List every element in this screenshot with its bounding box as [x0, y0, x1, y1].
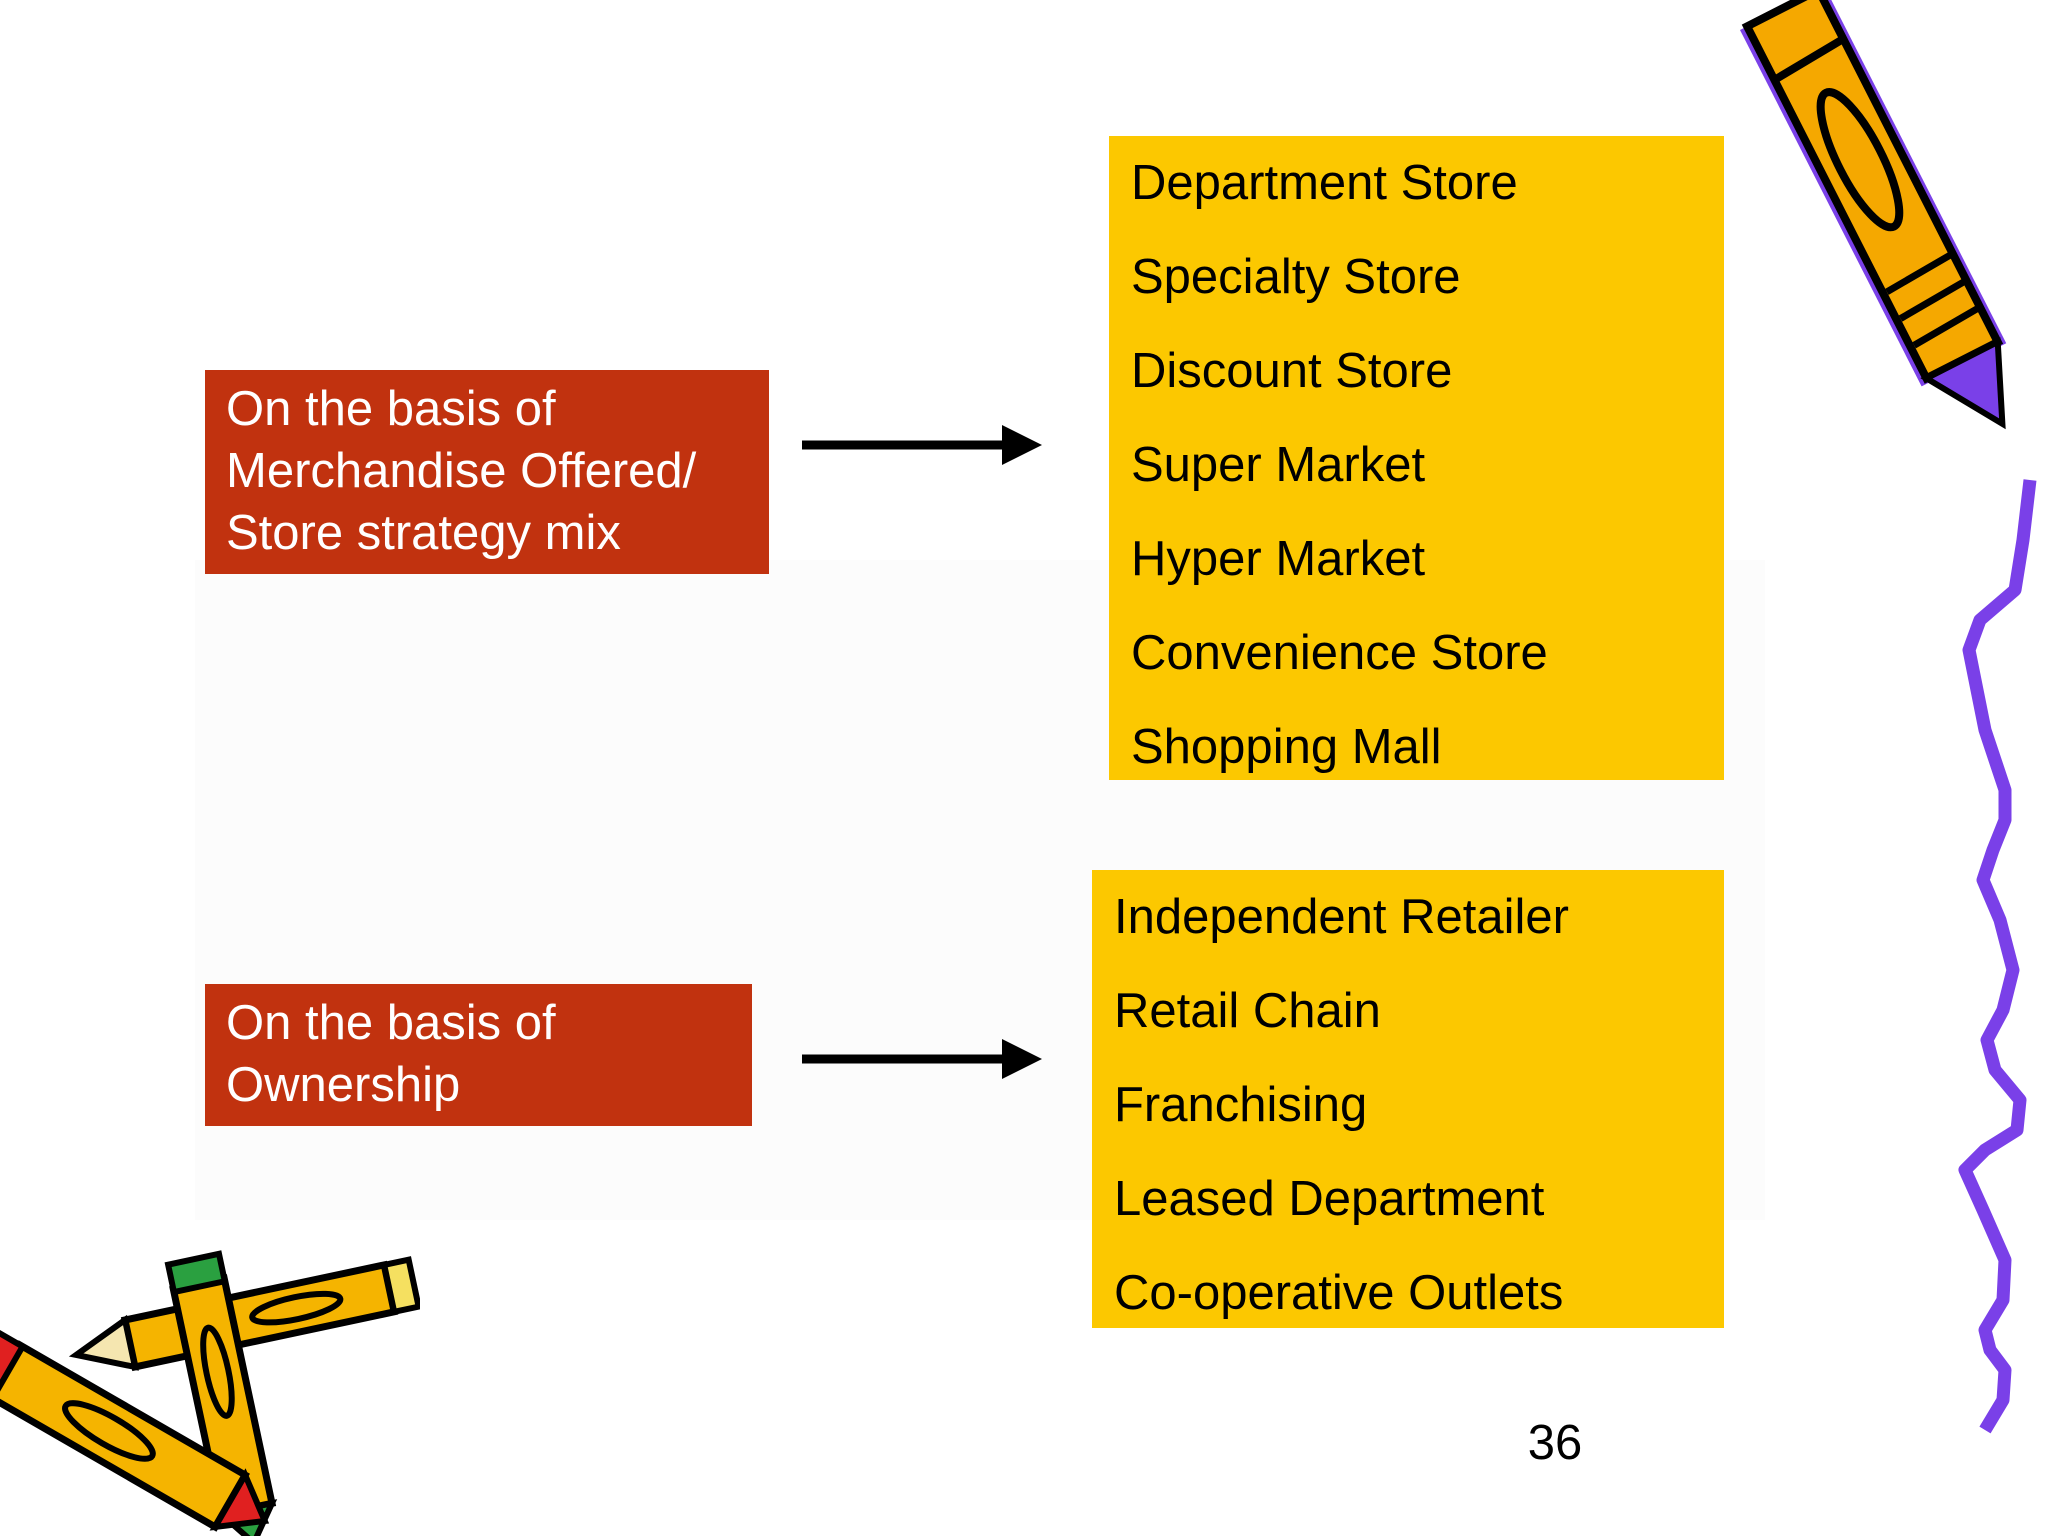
basis-line: Store strategy mix: [226, 506, 621, 560]
ownership-type-item: Co-operative Outlets: [1114, 1266, 1564, 1320]
store-type-item: Hyper Market: [1131, 532, 1426, 586]
arrow-ownership: [802, 1039, 1042, 1079]
pencil-icon: [1740, 0, 2007, 430]
basis-line: On the basis of: [226, 996, 556, 1050]
arrow-merchandise: [802, 425, 1042, 465]
ownership-types-list: Independent Retailer Retail Chain Franch…: [1092, 870, 1724, 1328]
basis-line: Merchandise Offered/: [226, 444, 697, 498]
squiggle-line: [1958, 479, 2037, 1434]
ownership-type-item: Franchising: [1114, 1078, 1368, 1132]
basis-box-merchandise: On the basis of Merchandise Offered/ Sto…: [205, 370, 769, 574]
page-number: 36: [1527, 1416, 1583, 1470]
ownership-type-item: Independent Retailer: [1114, 890, 1569, 944]
store-types-list: Department Store Specialty Store Discoun…: [1109, 136, 1724, 780]
store-type-item: Department Store: [1131, 156, 1518, 210]
store-type-item: Convenience Store: [1131, 626, 1548, 680]
store-type-item: Discount Store: [1131, 344, 1453, 398]
ownership-type-item: Leased Department: [1114, 1172, 1545, 1226]
store-type-item: Specialty Store: [1131, 250, 1461, 304]
ownership-type-item: Retail Chain: [1114, 984, 1381, 1038]
basis-box-ownership: On the basis of Ownership: [205, 984, 752, 1126]
basis-line: On the basis of: [226, 382, 556, 436]
crossed-pencils-icon: [0, 1250, 420, 1536]
basis-line: Ownership: [226, 1058, 461, 1112]
store-type-item: Shopping Mall: [1131, 720, 1442, 774]
store-type-item: Super Market: [1131, 438, 1426, 492]
